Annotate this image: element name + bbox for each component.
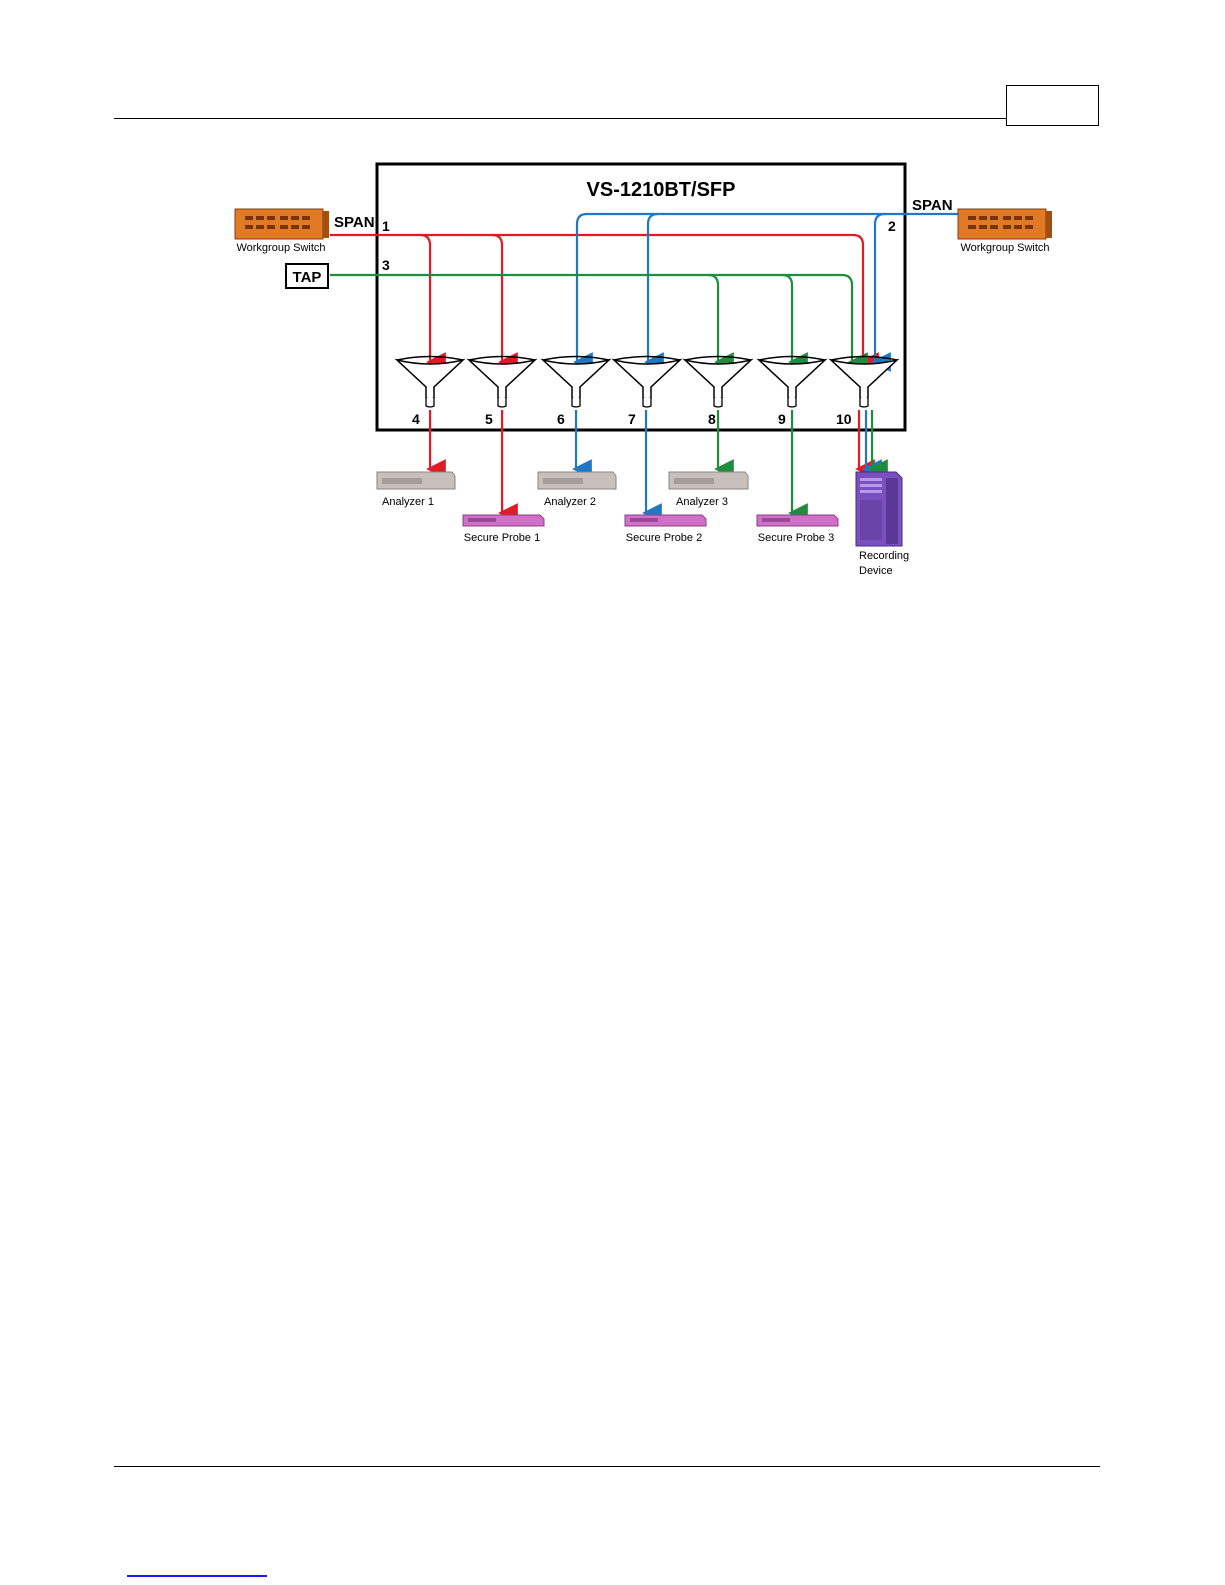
analyzer-1-label: Analyzer 1 (382, 496, 434, 508)
device-box (377, 164, 905, 430)
port-label: 10 (836, 411, 852, 427)
secure-probe-3-label: Secure Probe 3 (758, 532, 834, 544)
analyzer-1-icon (377, 472, 455, 489)
secure-probe-1-icon (463, 515, 544, 526)
port-label: 3 (382, 257, 390, 273)
port-label: 9 (778, 411, 786, 427)
workgroup-switch-left-label: Workgroup Switch (236, 242, 325, 254)
filter-funnel-icon (543, 357, 609, 408)
secure-probe-1-label: Secure Probe 1 (464, 532, 540, 544)
workgroup-switch-right-icon (958, 209, 1052, 239)
filter-funnel-icon (397, 357, 463, 408)
port-label: 4 (412, 411, 420, 427)
filter-funnel-icon (685, 357, 751, 408)
analyzer-2-icon (538, 472, 616, 489)
span-right-label: SPAN (912, 197, 953, 214)
footer-rule (114, 1466, 1100, 1467)
port-label: 6 (557, 411, 565, 427)
filter-funnel-icon (759, 357, 825, 408)
device-title: VS-1210BT/SFP (587, 179, 736, 201)
workgroup-switch-right-label: Workgroup Switch (960, 242, 1049, 254)
filter-funnel-icon (614, 357, 680, 408)
port-label: 1 (382, 218, 390, 234)
analyzer-3-label: Analyzer 3 (676, 496, 728, 508)
port-label: 7 (628, 411, 636, 427)
secure-probe-3-icon (757, 515, 838, 526)
recording-device-icon (856, 472, 902, 546)
port-label: 2 (888, 218, 896, 234)
analyzer-2-label: Analyzer 2 (544, 496, 596, 508)
secure-probe-2-label: Secure Probe 2 (626, 532, 702, 544)
span-left-label: SPAN (334, 214, 375, 231)
workgroup-switch-left-icon (235, 209, 329, 239)
port-label: 8 (708, 411, 716, 427)
footer-link-underline[interactable] (127, 1575, 267, 1577)
tap-label: TAP (293, 269, 322, 286)
recording-device-label-2: Device (859, 565, 893, 577)
port-label: 5 (485, 411, 493, 427)
secure-probe-2-icon (625, 515, 706, 526)
analyzer-3-icon (669, 472, 748, 489)
filter-funnel-icon (469, 357, 535, 408)
filter-funnel-icon (831, 357, 897, 408)
recording-device-label-1: Recording (859, 550, 909, 562)
